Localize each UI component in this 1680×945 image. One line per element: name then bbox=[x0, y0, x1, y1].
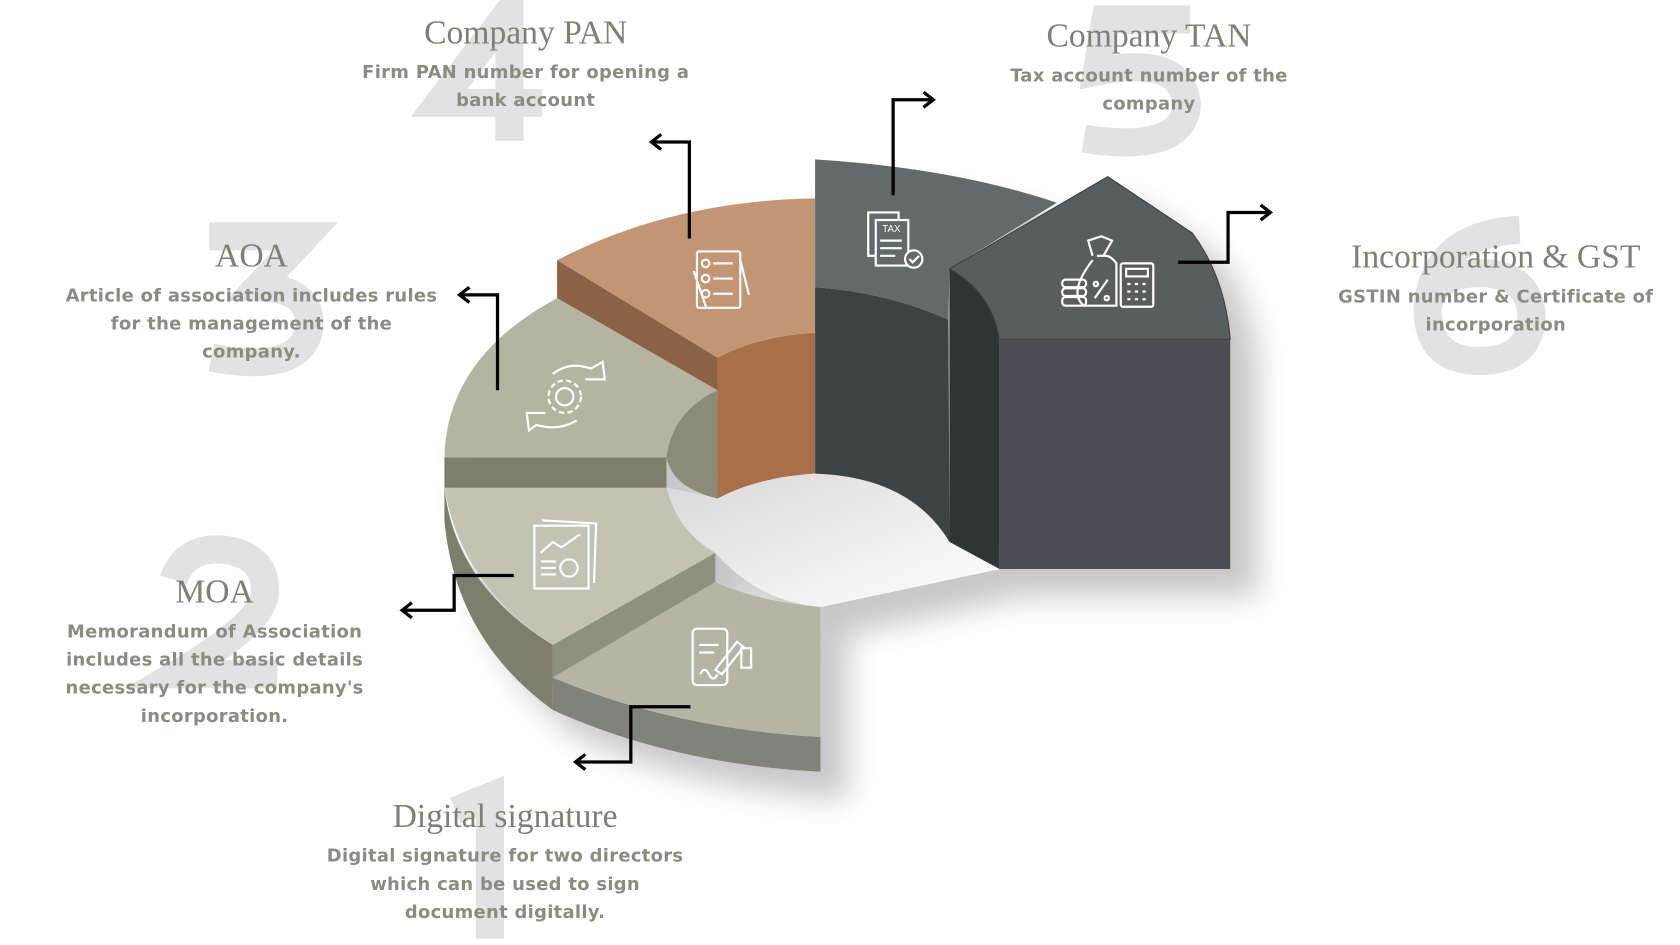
step-description: company bbox=[1102, 93, 1196, 114]
arrow-6 bbox=[1178, 210, 1270, 264]
segment-3 bbox=[444, 298, 718, 499]
step-description: necessary for the company's bbox=[65, 677, 364, 699]
step-description: company. bbox=[202, 341, 301, 363]
step-description: Firm PAN number for opening a bbox=[362, 61, 690, 83]
step-title: Digital signature bbox=[392, 796, 618, 835]
step-number-2 bbox=[124, 535, 279, 689]
step-description: Digital signature for two directors bbox=[326, 845, 684, 867]
step-description: which can be used to sign bbox=[370, 873, 640, 895]
step-number-6 bbox=[1413, 215, 1546, 376]
money-bag-calculator-icon bbox=[1061, 235, 1155, 308]
arrow-2 bbox=[403, 573, 514, 612]
step-title: Company PAN bbox=[424, 13, 628, 51]
step-title: Company TAN bbox=[1046, 16, 1252, 55]
tax-document-icon: TAX bbox=[867, 211, 924, 269]
step-title: MOA bbox=[175, 572, 254, 611]
step-description: incorporation bbox=[1425, 314, 1567, 335]
step-6-text: Incorporation & GST GSTIN number & Certi… bbox=[1338, 237, 1653, 339]
segment-2 bbox=[444, 487, 716, 710]
mobile-signature-icon bbox=[691, 627, 753, 687]
arrow-1 bbox=[576, 705, 691, 764]
checklist-document-icon bbox=[692, 250, 751, 310]
step-number-1 bbox=[449, 775, 505, 939]
hands-gear-icon bbox=[525, 360, 607, 433]
step-number-4 bbox=[410, 0, 542, 141]
step-3-text: AOA Article of association includes rule… bbox=[66, 236, 438, 366]
step-description: document digitally. bbox=[404, 901, 606, 923]
step-description: GSTIN number & Certificate of bbox=[1338, 286, 1654, 307]
step-1-text: Digital signature Digital signature for … bbox=[327, 797, 684, 927]
step-title: AOA bbox=[215, 236, 288, 275]
step-title: Incorporation & GST bbox=[1351, 237, 1641, 276]
segment-6 bbox=[948, 176, 1231, 570]
connector-arrows bbox=[399, 90, 1273, 771]
step-number-5 bbox=[1079, 5, 1202, 157]
tax-icon-label: TAX bbox=[882, 224, 901, 235]
step-description: incorporation. bbox=[140, 705, 289, 727]
step-4-text: Company PAN Firm PAN number for opening … bbox=[362, 13, 689, 115]
step-description: Memorandum of Association bbox=[66, 621, 363, 642]
step-description: bank account bbox=[456, 89, 596, 111]
step-description: includes all the basic details bbox=[66, 649, 364, 670]
step-description: for the management of the bbox=[110, 313, 393, 334]
arrow-5 bbox=[891, 98, 933, 196]
arrow-3 bbox=[460, 293, 500, 391]
step-description: Article of association includes rules bbox=[65, 285, 438, 306]
step-number-3 bbox=[208, 222, 339, 377]
segment-1 bbox=[552, 582, 821, 772]
arrow-4 bbox=[652, 140, 691, 239]
donut-hole bbox=[666, 473, 1000, 607]
segment-4 bbox=[557, 198, 816, 499]
report-chart-icon bbox=[533, 519, 598, 590]
step-2-text: MOA Memorandum of Association includes al… bbox=[66, 572, 364, 730]
step-description: Tax account number of the bbox=[1010, 65, 1288, 86]
step-5-text: Company TAN Tax account number of the com… bbox=[1010, 16, 1287, 118]
